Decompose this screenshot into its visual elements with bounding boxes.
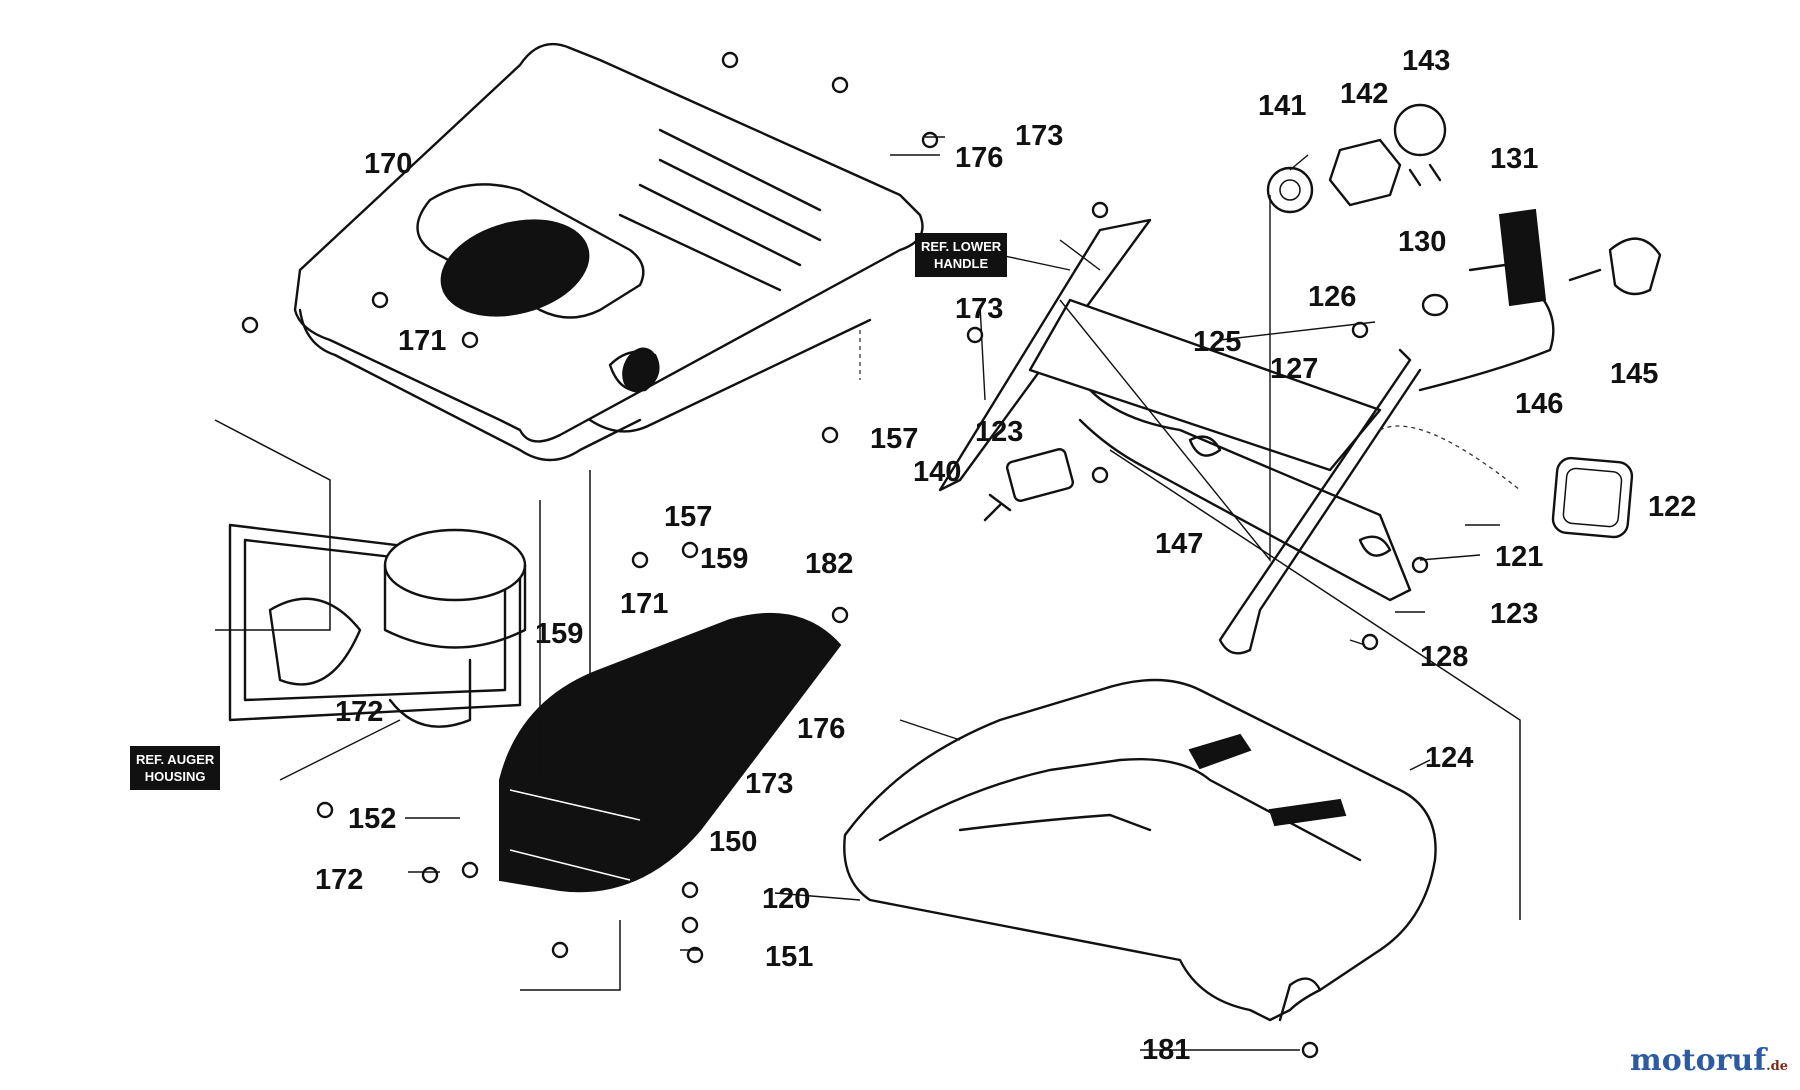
part-label-120: 120 <box>762 883 811 915</box>
part-label-130: 130 <box>1398 226 1447 258</box>
assembly-guide-lines <box>214 330 1521 991</box>
part-label-172a: 172 <box>335 696 384 728</box>
part-label-181: 181 <box>1142 1034 1191 1066</box>
ref-auger-housing-line2: HOUSING <box>144 769 206 784</box>
part-label-171a: 171 <box>398 325 447 357</box>
part-label-157b: 157 <box>664 501 713 533</box>
key-switch-parts <box>1266 103 1447 214</box>
chute-housing <box>228 523 527 728</box>
part-label-131: 131 <box>1490 143 1539 175</box>
part-label-170: 170 <box>364 148 413 180</box>
ref-lower-handle-line1: REF. LOWER <box>921 239 1002 254</box>
part-label-141: 141 <box>1258 90 1307 122</box>
part-label-152: 152 <box>348 803 397 835</box>
watermark-logo: motoruf.de <box>1630 1043 1788 1078</box>
handle-bracket-assembly <box>938 218 1422 655</box>
part-label-150: 150 <box>709 826 758 858</box>
part-label-173c: 173 <box>745 768 794 800</box>
bottom-shroud-120 <box>843 678 1437 1022</box>
part-label-173b: 173 <box>955 293 1004 325</box>
part-label-159a: 159 <box>700 543 749 575</box>
part-label-146: 146 <box>1515 388 1564 420</box>
part-label-140: 140 <box>913 456 962 488</box>
part-label-172b: 172 <box>315 864 364 896</box>
part-label-126: 126 <box>1308 281 1357 313</box>
part-label-122: 122 <box>1648 491 1697 523</box>
watermark-name: motoruf <box>1629 1043 1767 1078</box>
part-label-145: 145 <box>1610 358 1659 390</box>
leader-lines <box>279 136 1500 1051</box>
switch-140 <box>983 448 1075 522</box>
part-label-127: 127 <box>1270 353 1319 385</box>
watermark-tld: .de <box>1766 1059 1788 1074</box>
top-cover-170 <box>293 42 924 462</box>
part-label-125: 125 <box>1193 326 1242 358</box>
part-label-147: 147 <box>1155 528 1204 560</box>
part-label-176a: 176 <box>955 142 1004 174</box>
part-label-123b: 123 <box>1490 598 1539 630</box>
part-label-142: 142 <box>1340 78 1389 110</box>
ref-auger-housing: REF. AUGER HOUSING <box>130 746 221 790</box>
part-label-171b: 171 <box>620 588 669 620</box>
ref-auger-housing-line1: REF. AUGER <box>136 752 215 767</box>
part-label-128: 128 <box>1420 641 1469 673</box>
part-label-143: 143 <box>1402 45 1451 77</box>
part-label-182: 182 <box>805 548 854 580</box>
fasteners <box>241 51 1429 1059</box>
part-label-176b: 176 <box>797 713 846 745</box>
right-side-parts <box>1379 208 1662 539</box>
part-label-121: 121 <box>1495 541 1544 573</box>
part-label-173a: 173 <box>1015 120 1064 152</box>
ref-lower-handle-line2: HANDLE <box>934 256 989 271</box>
deflector-150 <box>499 612 842 893</box>
part-label-124: 124 <box>1425 742 1474 774</box>
part-label-151: 151 <box>765 941 814 973</box>
ref-lower-handle: REF. LOWER HANDLE <box>915 233 1008 277</box>
part-label-123a: 123 <box>975 416 1024 448</box>
part-label-159b: 159 <box>535 618 584 650</box>
part-label-157a: 157 <box>870 423 919 455</box>
